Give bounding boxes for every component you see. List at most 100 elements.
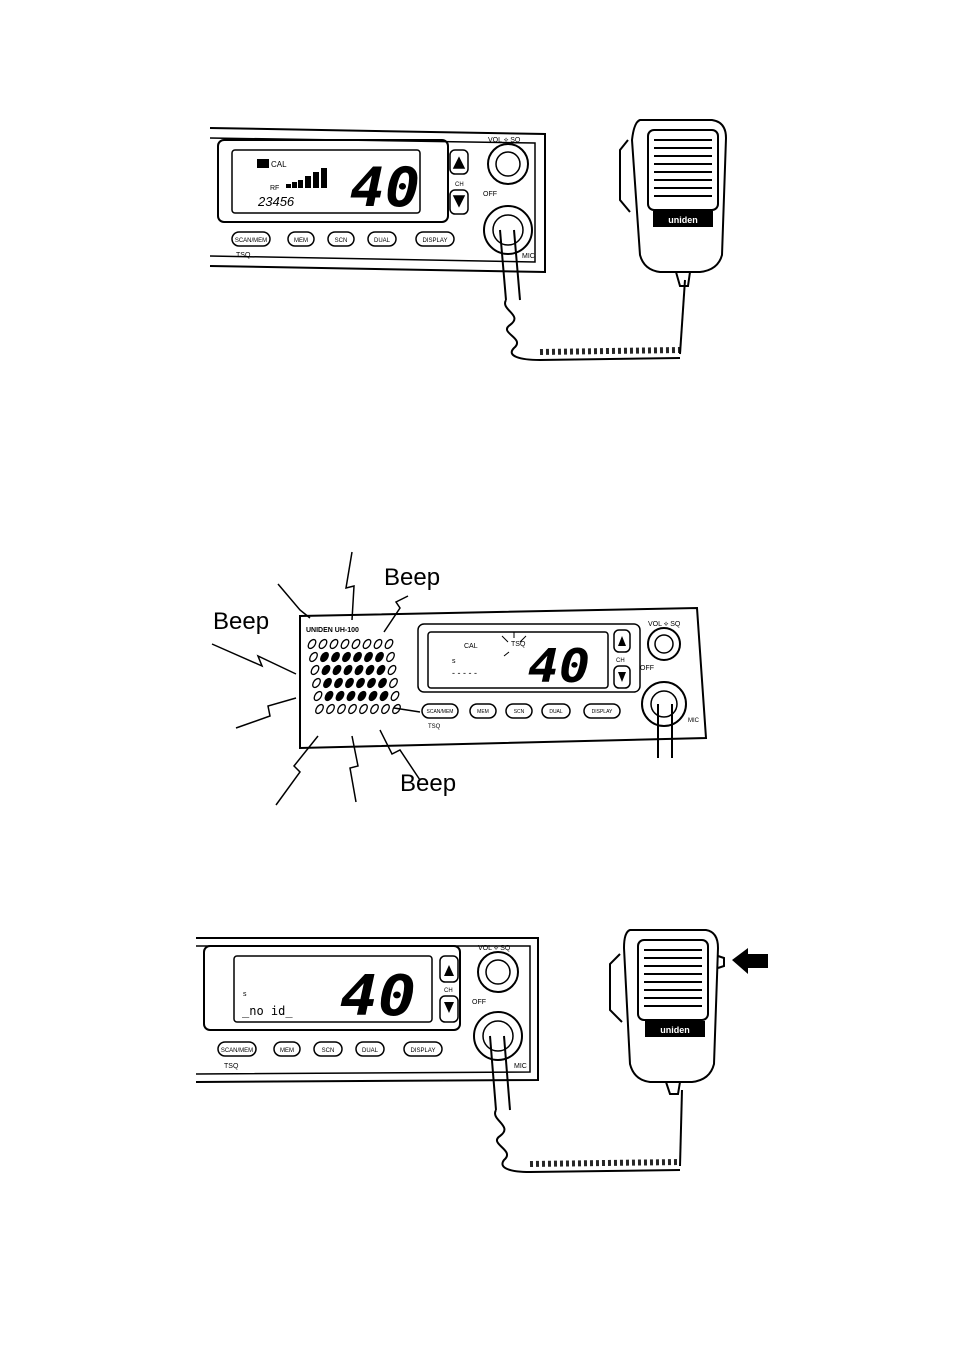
label-text: TSQ <box>428 724 441 730</box>
mic-label: MIC <box>522 253 535 260</box>
grille-hole <box>311 677 322 689</box>
mic-grille <box>654 140 712 196</box>
grille-hole <box>341 651 352 663</box>
label-text: DUAL <box>362 1048 379 1054</box>
label-text: CH <box>616 658 625 664</box>
grille-hole <box>377 677 388 689</box>
label-text: TSQ <box>224 1063 239 1070</box>
label-text: OFF <box>472 999 486 1006</box>
label-text: DUAL <box>549 709 563 715</box>
grille-hole <box>376 664 387 676</box>
grille-hole <box>324 690 335 702</box>
microphone <box>620 120 726 286</box>
grille-hole <box>310 664 321 676</box>
coiled-cord <box>490 1036 682 1172</box>
mic-brand: uniden <box>660 1025 690 1035</box>
grille-hole <box>321 664 332 676</box>
speaker-grille <box>307 638 402 715</box>
figure-radio-beeps: Beep Beep Beep UNIDEN UH-100 CAL TSQ s -… <box>0 540 955 830</box>
dash-readout: - - - - - <box>452 668 477 678</box>
label-text: VOL ⟡ SQ <box>648 621 681 628</box>
label-text: MIC <box>688 718 700 724</box>
ptt-arrow-icon <box>732 948 768 974</box>
label-text: DISPLAY <box>411 1048 436 1054</box>
grille-hole <box>314 703 325 715</box>
signal-bars <box>286 168 327 188</box>
grille-hole <box>354 664 365 676</box>
brand-strip: UNIDEN UH-100 <box>306 627 359 634</box>
label-text: SCAN/MEM <box>221 1048 253 1054</box>
grille-hole <box>352 651 363 663</box>
grille-hole <box>362 638 373 650</box>
grille-hole <box>358 703 369 715</box>
grille-hole <box>351 638 362 650</box>
button-row: SCAN/MEM MEM SCN DUAL DISPLAY TSQ <box>232 232 454 259</box>
grille-hole <box>373 638 384 650</box>
grille-hole <box>344 677 355 689</box>
label-text: SCAN/MEM <box>235 238 267 244</box>
lcd-display: CAL RF 23456 40 <box>257 156 420 219</box>
label-text: MEM <box>294 238 308 244</box>
cal-label: CAL <box>271 160 287 169</box>
grille-hole <box>374 651 385 663</box>
cal-label: CAL <box>464 643 478 650</box>
digits-readout: 23456 <box>257 194 295 209</box>
grille-hole <box>340 638 351 650</box>
grille-hole <box>333 677 344 689</box>
mic-jack <box>474 1012 522 1060</box>
grille-hole <box>380 703 391 715</box>
tsq-indicator: TSQ <box>511 641 526 648</box>
grille-hole <box>390 690 401 702</box>
label-text: SCN <box>322 1048 335 1054</box>
grille-hole <box>330 651 341 663</box>
beep-label-left: Beep <box>213 608 269 635</box>
label-text: MEM <box>477 709 489 715</box>
figure-radio-and-mic-3: s _no id_ 40 CH VOL ⟡ SQ OFF MIC SCAN/ME… <box>0 900 955 1200</box>
grille-hole <box>332 664 343 676</box>
small-indicator: s <box>243 991 247 998</box>
grille-hole <box>385 651 396 663</box>
grille-hole <box>346 690 357 702</box>
vol-sq-knob[interactable] <box>478 952 518 992</box>
label-text: SCAN/MEM <box>427 709 454 715</box>
grille-hole <box>313 690 324 702</box>
label-text: MEM <box>280 1048 294 1054</box>
channel-readout: 40 <box>528 639 590 693</box>
mic-grille <box>644 950 702 1006</box>
channel-readout: 40 <box>340 964 416 1029</box>
label-text: MIC <box>514 1063 527 1070</box>
rf-label: RF <box>270 185 279 192</box>
ch-label: CH <box>455 182 464 188</box>
vol-sq-knob[interactable] <box>648 628 680 660</box>
label-text: DISPLAY <box>592 709 613 715</box>
grille-hole <box>308 651 319 663</box>
mic-brand: uniden <box>668 215 698 225</box>
label-text: OFF <box>640 665 654 672</box>
grille-hole <box>384 638 395 650</box>
label-text: SCN <box>335 238 348 244</box>
channel-readout: 40 <box>350 156 420 219</box>
ch-down-button[interactable] <box>450 190 468 214</box>
grille-hole <box>343 664 354 676</box>
grille-hole <box>336 703 347 715</box>
grille-hole <box>322 677 333 689</box>
beep-label-top: Beep <box>384 564 440 591</box>
label-text: DUAL <box>374 238 391 244</box>
label-text: SCN <box>514 709 525 715</box>
grille-hole <box>307 638 318 650</box>
grille-hole <box>357 690 368 702</box>
vol-sq-label: VOL ⟡ SQ <box>488 137 521 144</box>
beep-label-bottom: Beep <box>400 770 456 797</box>
small-indicator: s <box>452 658 456 665</box>
mic-jack <box>642 682 686 726</box>
grille-hole <box>363 651 374 663</box>
grille-hole <box>388 677 399 689</box>
coiled-cord <box>500 230 685 360</box>
grille-hole <box>369 703 380 715</box>
label-text: VOL ⟡ SQ <box>478 945 511 952</box>
label-text: CH <box>444 988 453 994</box>
radio-unit <box>300 608 706 748</box>
ch-up-button[interactable] <box>450 150 468 174</box>
grille-hole <box>379 690 390 702</box>
vol-sq-knob[interactable] <box>488 144 528 184</box>
